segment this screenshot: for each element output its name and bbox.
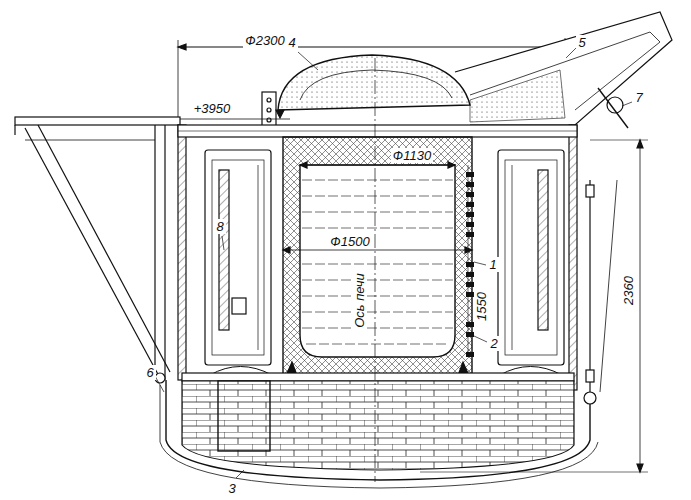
callout-number: 1 <box>487 257 498 272</box>
dimension: Ф1130 <box>391 148 433 163</box>
callout-number: 8 <box>214 219 225 234</box>
callout-number: 4 <box>286 35 297 50</box>
callout-number: 7 <box>633 90 644 105</box>
dimension: Ф2300 <box>243 33 286 48</box>
callout-number: 5 <box>576 35 587 50</box>
dimension: Ф1500 <box>328 234 371 249</box>
dimension: 2360 <box>620 274 635 307</box>
dimension: 1550 <box>473 290 488 323</box>
callout-number: 3 <box>226 481 237 496</box>
level-mark: +3950 <box>192 101 233 116</box>
callout-number: 6 <box>144 365 155 380</box>
axis-label: Ось печи <box>352 271 367 330</box>
callout-number: 2 <box>488 336 499 351</box>
